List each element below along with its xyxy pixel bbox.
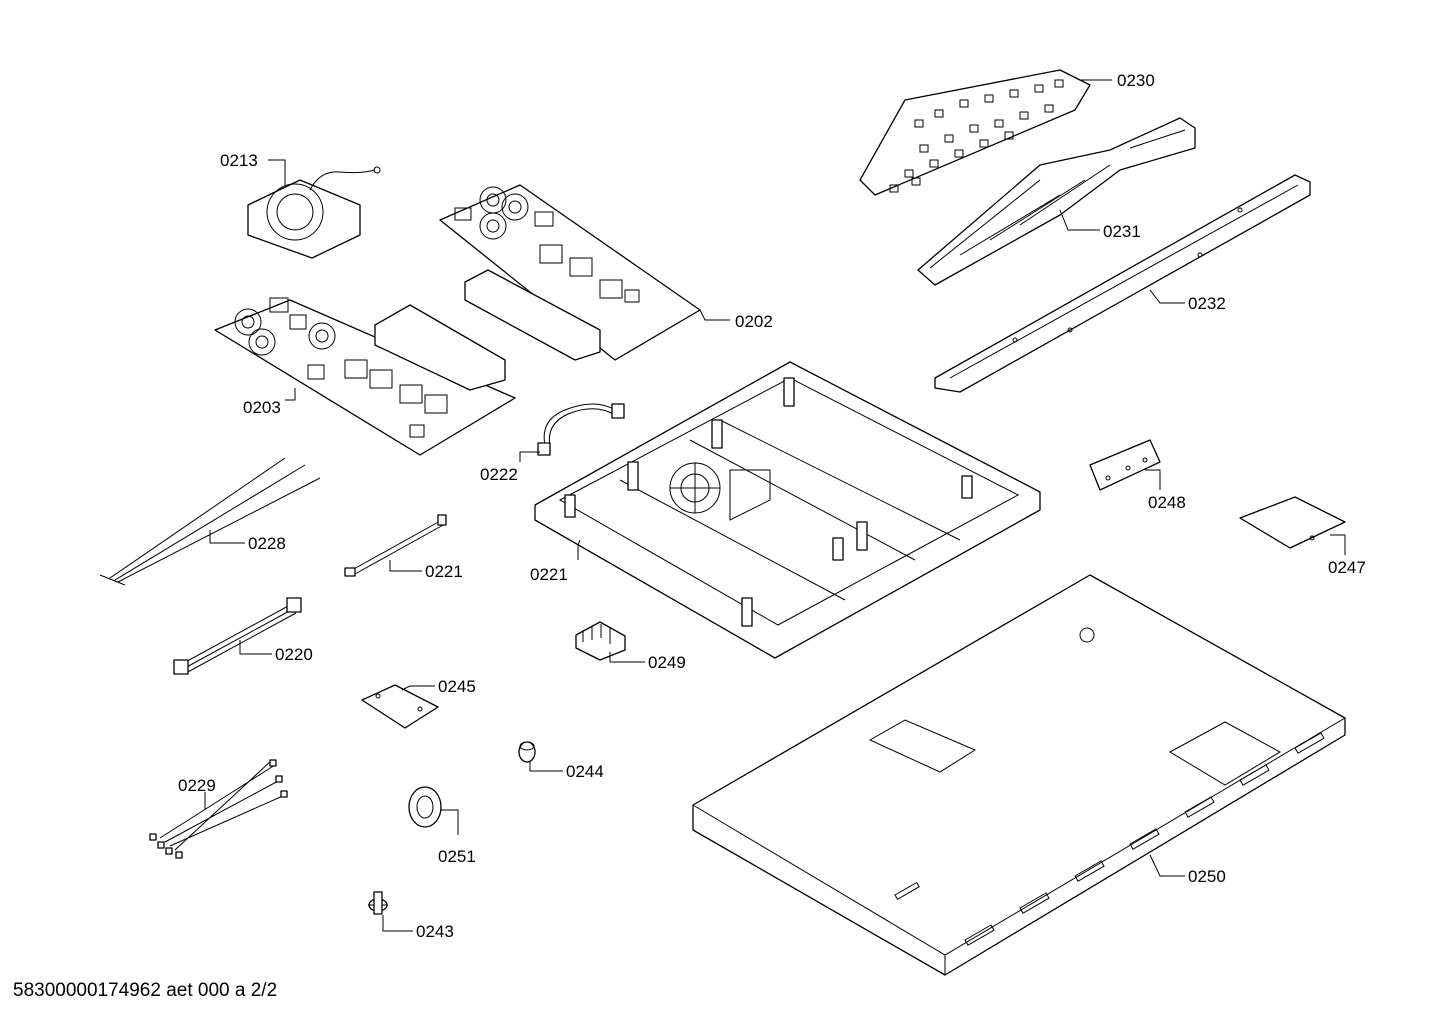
callout-0245: 0245 [438, 677, 476, 696]
document-code: 58300000174962 aet 000 a 2/2 [13, 980, 278, 1001]
part-0244-knob [518, 741, 536, 763]
callout-0213: 0213 [220, 151, 258, 170]
part-0248-bracket [1089, 439, 1161, 491]
callout-0203: 0203 [243, 398, 281, 417]
part-0251-ring [408, 786, 442, 828]
part-0222-cable [537, 403, 625, 456]
part-0228-wires [99, 457, 321, 586]
callout-0229: 0229 [178, 776, 216, 795]
callout-0231: 0231 [1103, 222, 1141, 241]
callout-0250: 0250 [1188, 867, 1226, 886]
part-0221-cable [344, 514, 447, 577]
part-0229-harness [149, 759, 288, 859]
callout-0220: 0220 [275, 645, 313, 664]
callout-0247: 0247 [1328, 558, 1366, 577]
part-0247-cover-plate [1239, 496, 1346, 549]
part-0249-terminal-block [575, 621, 626, 661]
part-0243-clip [368, 891, 388, 915]
callout-0243: 0243 [416, 922, 454, 941]
part-0203-power-board [214, 297, 516, 456]
callout-0230: 0230 [1117, 71, 1155, 90]
callout-0221-housing: 0221 [530, 565, 568, 584]
callout-0221-cable: 0221 [425, 562, 463, 581]
callout-0228: 0228 [248, 534, 286, 553]
part-0230-control-board [859, 69, 1091, 196]
part-0220-cable [173, 597, 302, 675]
part-0202-power-board [439, 184, 701, 361]
callout-0222: 0222 [480, 465, 518, 484]
part-0232-rail [934, 174, 1311, 393]
callout-0202: 0202 [735, 312, 773, 331]
callout-0248: 0248 [1148, 493, 1186, 512]
part-0231-button-bracket [917, 117, 1196, 286]
part-0250-base-tray [692, 574, 1346, 976]
callout-0244: 0244 [566, 762, 604, 781]
callout-0232: 0232 [1188, 294, 1226, 313]
callout-0251: 0251 [438, 847, 476, 866]
callout-0249: 0249 [648, 653, 686, 672]
part-0213-fan [247, 166, 381, 259]
part-housing-frame [534, 361, 1041, 659]
part-0245-bracket [361, 684, 439, 729]
